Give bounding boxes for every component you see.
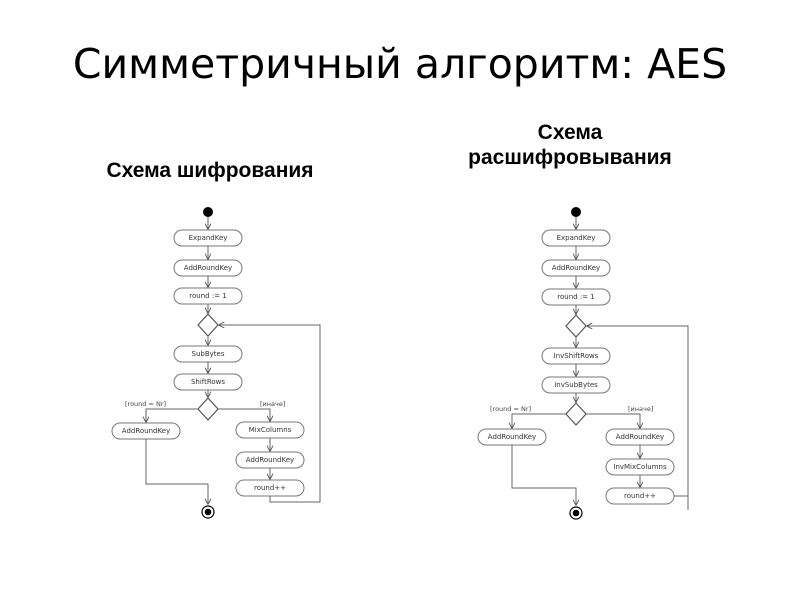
node-round-init: round := 1 <box>541 288 611 306</box>
node-add-round-key: AddRoundKey <box>173 259 243 277</box>
decryption-heading: Схема расшифровывания <box>430 120 710 170</box>
start-node <box>203 207 213 217</box>
node-expand-key: ExpandKey <box>173 229 243 247</box>
node-label: ExpandKey <box>189 234 228 242</box>
node-label: round := 1 <box>189 292 226 300</box>
edge-final <box>146 408 198 422</box>
decision-node <box>565 402 587 426</box>
node-expand-key: ExpandKey <box>541 229 611 247</box>
edge-final <box>512 413 566 428</box>
edge-loop <box>218 408 270 421</box>
merge-node <box>565 314 587 338</box>
node-add-round-key-final: AddRoundKey <box>111 422 181 440</box>
node-label: MixColumns <box>249 426 292 434</box>
end-node-core <box>204 508 212 516</box>
guard-label: [иначе] <box>260 400 285 408</box>
node-label: round++ <box>254 484 286 492</box>
guard-label: [иначе] <box>628 405 653 413</box>
node-round-increment: round++ <box>605 487 675 505</box>
node-add-round-key-final: AddRoundKey <box>477 428 547 446</box>
node-round-increment: round++ <box>235 479 305 497</box>
node-label: AddRoundKey <box>122 427 170 435</box>
node-shift-rows: ShiftRows <box>173 373 243 391</box>
decryption-heading-line2: расшифровывания <box>468 146 672 169</box>
node-label: InvShiftRows <box>554 352 599 360</box>
node-round-init: round := 1 <box>173 287 243 305</box>
decryption-diagram: ExpandKey AddRoundKey round := 1 InvShif… <box>477 207 689 520</box>
decision-node <box>197 397 219 421</box>
node-label: InvMixColumns <box>613 463 667 471</box>
node-add-round-key-loop: AddRoundKey <box>235 451 305 469</box>
end-node-core <box>572 509 580 517</box>
node-label: ShiftRows <box>191 378 225 386</box>
merge-node <box>197 313 219 337</box>
node-inv-mix-columns: InvMixColumns <box>605 458 675 476</box>
guard-label: [round = Nr] <box>490 405 531 413</box>
start-node <box>571 207 581 217</box>
node-label: ExpandKey <box>557 234 596 242</box>
edge <box>511 445 576 505</box>
node-label: InvSubBytes <box>554 381 598 389</box>
edge-loop-back <box>587 326 689 510</box>
node-sub-bytes: SubBytes <box>173 345 243 363</box>
decryption-heading-line1: Схема <box>537 121 603 144</box>
encryption-diagram: ExpandKey AddRoundKey round := 1 SubByte… <box>111 207 321 519</box>
node-label: AddRoundKey <box>552 264 600 272</box>
node-label: AddRoundKey <box>246 456 294 464</box>
node-label: AddRoundKey <box>488 433 536 441</box>
node-add-round-key-loop: AddRoundKey <box>605 428 675 446</box>
node-label: SubBytes <box>192 350 225 358</box>
node-label: round++ <box>624 492 656 500</box>
edge-loop <box>586 413 640 428</box>
edge <box>145 439 208 504</box>
encryption-heading: Схема шифрования <box>106 159 314 182</box>
node-mix-columns: MixColumns <box>235 421 305 439</box>
node-label: AddRoundKey <box>184 264 232 272</box>
node-inv-sub-bytes: InvSubBytes <box>541 376 611 394</box>
node-add-round-key: AddRoundKey <box>541 259 611 277</box>
node-label: AddRoundKey <box>616 433 664 441</box>
node-label: round := 1 <box>557 293 594 301</box>
edge-loop-back <box>219 325 321 503</box>
guard-label: [round = Nr] <box>125 400 166 408</box>
page-title: Симметричный алгоритм: AES <box>72 40 728 88</box>
node-inv-shift-rows: InvShiftRows <box>541 347 611 365</box>
